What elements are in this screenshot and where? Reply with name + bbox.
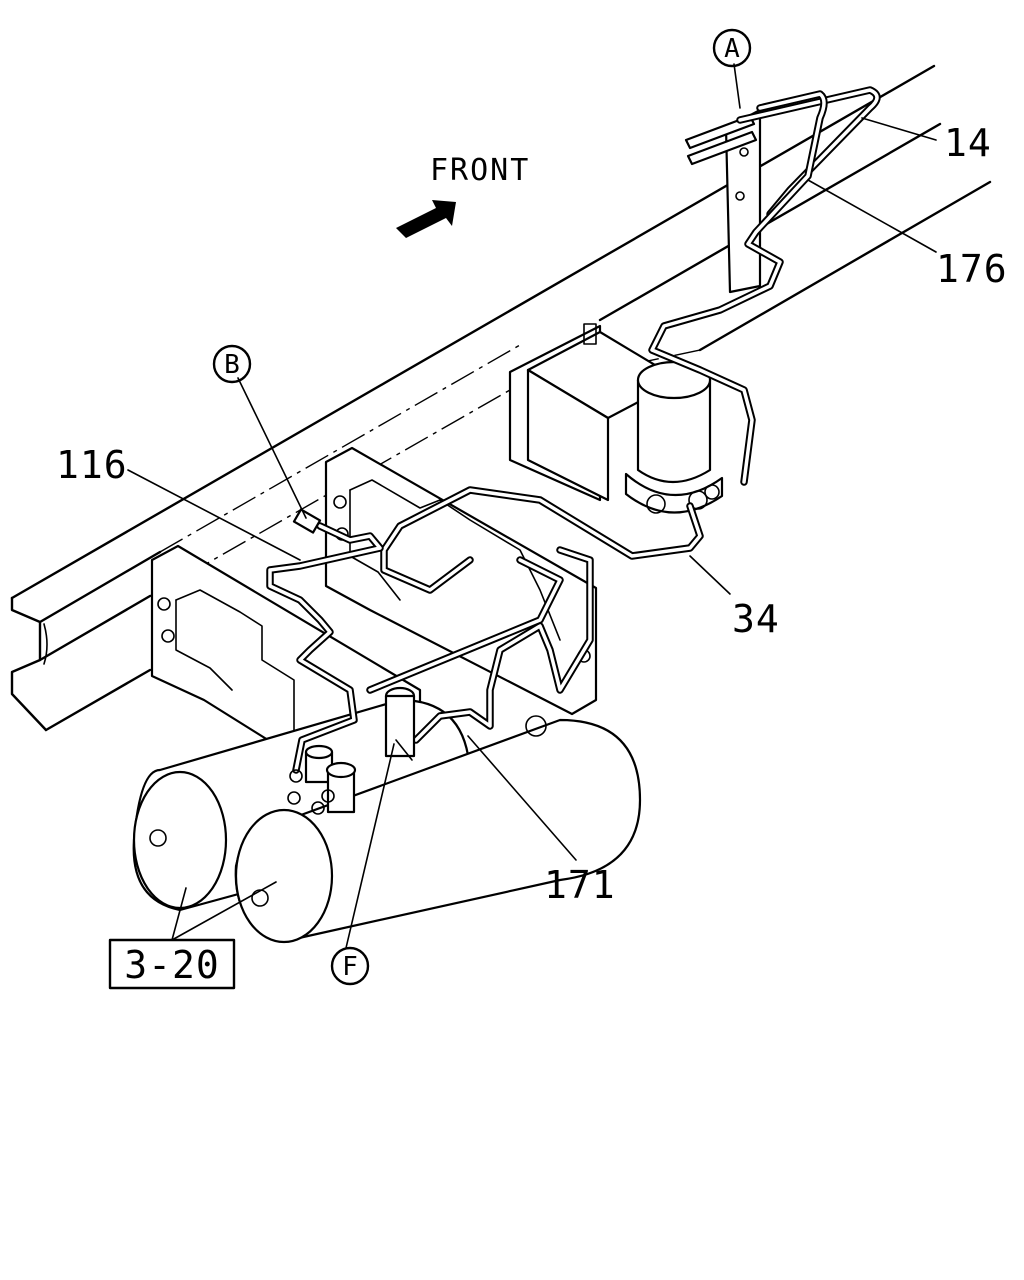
fitting-b bbox=[292, 508, 322, 534]
frame-rail bbox=[10, 64, 992, 732]
part-number-34: 34 bbox=[732, 597, 780, 641]
leader-lines bbox=[127, 63, 937, 949]
air-dryer bbox=[624, 360, 724, 514]
pipe-171 bbox=[412, 546, 594, 744]
fitting-f bbox=[384, 686, 416, 761]
callout-b-label: B bbox=[224, 350, 240, 380]
part-number-116: 116 bbox=[56, 443, 128, 487]
callout-f: F bbox=[330, 946, 370, 986]
part-number-171: 171 bbox=[544, 863, 616, 907]
reference-box: 3-20 bbox=[108, 938, 236, 990]
part-number-14: 14 bbox=[944, 121, 992, 165]
air-tank-front bbox=[234, 715, 642, 944]
pipe-176 bbox=[648, 90, 828, 486]
pipe-116 bbox=[266, 522, 384, 774]
callout-b: B bbox=[212, 344, 252, 384]
reference-page-label: 3-20 bbox=[124, 943, 220, 987]
pipe-34 bbox=[380, 486, 704, 594]
pipe-14 bbox=[736, 86, 881, 218]
protection-valve bbox=[287, 744, 357, 815]
callout-f-label: F bbox=[342, 952, 358, 982]
part-number-176: 176 bbox=[936, 247, 1008, 291]
callout-a: A bbox=[712, 28, 752, 68]
front-arrow-icon bbox=[396, 200, 456, 238]
cross-pipe bbox=[366, 556, 564, 694]
callout-a-label: A bbox=[724, 34, 740, 64]
front-label: FRONT bbox=[430, 153, 530, 188]
front-direction-indicator: FRONT bbox=[396, 153, 530, 238]
